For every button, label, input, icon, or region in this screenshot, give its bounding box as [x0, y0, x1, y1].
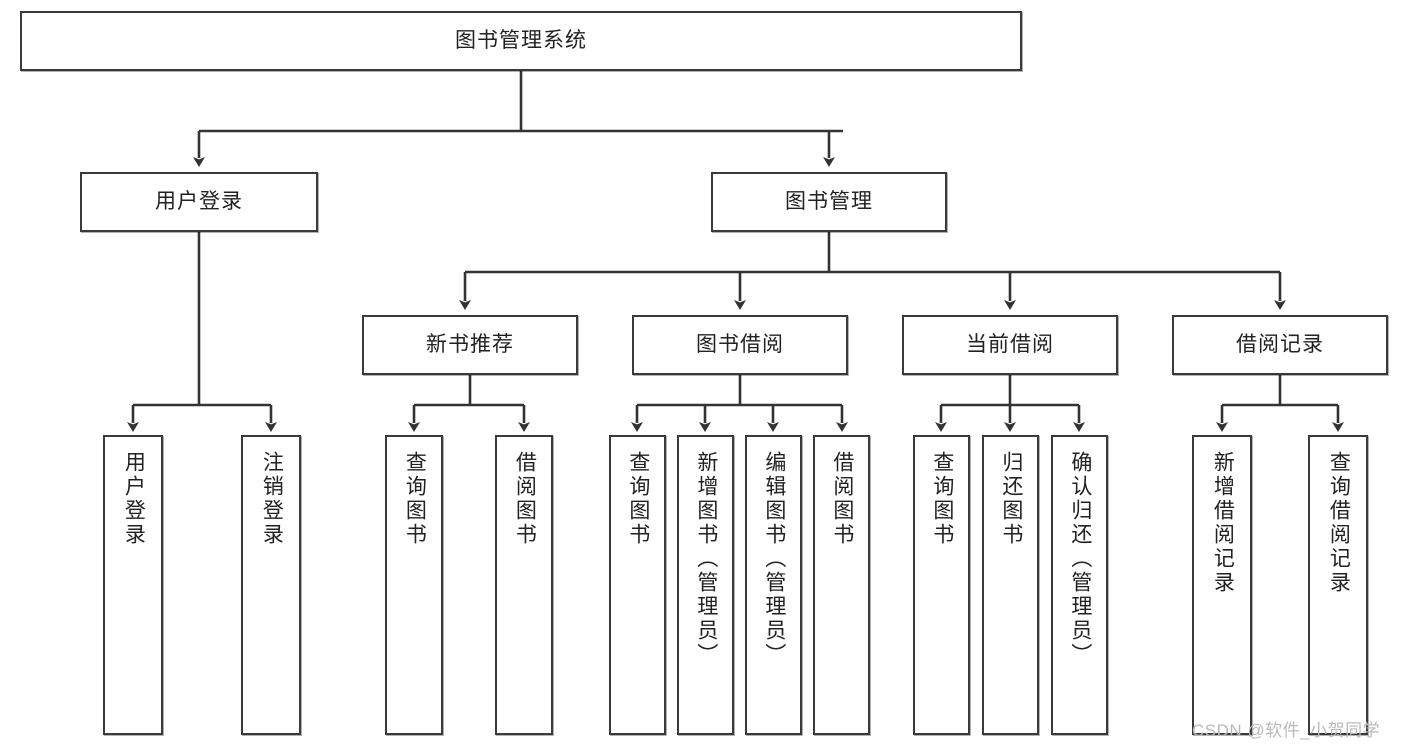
node-book-borrow[interactable]: 图书借阅	[632, 315, 848, 375]
node-book-manage[interactable]: 图书管理	[711, 172, 947, 232]
node-book-borrow-label: 图书借阅	[696, 332, 784, 356]
node-user-login-label: 用户登录	[155, 189, 243, 213]
node-leaf-add-record[interactable]: 新增借阅记录	[1192, 435, 1252, 735]
node-leaf-return-book-label: 归还图书	[999, 451, 1023, 547]
node-new-book-recommend-label: 新书推荐	[426, 332, 514, 356]
node-leaf-query-record-label: 查询借阅记录	[1327, 451, 1351, 595]
node-book-manage-label: 图书管理	[785, 189, 873, 213]
node-borrow-record[interactable]: 借阅记录	[1172, 315, 1388, 375]
node-new-book-recommend[interactable]: 新书推荐	[362, 315, 578, 375]
node-leaf-borrow-book-1-label: 借阅图书	[513, 451, 537, 547]
node-leaf-borrow-book-2-label: 借阅图书	[830, 451, 854, 547]
node-root[interactable]: 图书管理系统	[20, 11, 1022, 71]
node-leaf-add-book-label: 新增图书（管理员）	[694, 451, 718, 667]
node-current-borrow[interactable]: 当前借阅	[902, 315, 1118, 375]
node-leaf-borrow-book-2[interactable]: 借阅图书	[813, 435, 870, 735]
node-leaf-return-book[interactable]: 归还图书	[982, 435, 1039, 735]
node-leaf-query-book-2-label: 查询图书	[626, 451, 650, 547]
node-leaf-confirm-return-label: 确认归还（管理员）	[1068, 451, 1092, 667]
node-leaf-add-record-label: 新增借阅记录	[1211, 451, 1235, 595]
node-leaf-edit-book[interactable]: 编辑图书（管理员）	[745, 435, 802, 735]
node-leaf-confirm-return[interactable]: 确认归还（管理员）	[1051, 435, 1108, 735]
node-leaf-query-book-3-label: 查询图书	[930, 451, 954, 547]
node-leaf-logout-login[interactable]: 注销登录	[241, 435, 301, 735]
node-user-login[interactable]: 用户登录	[80, 172, 318, 232]
node-current-borrow-label: 当前借阅	[966, 332, 1054, 356]
node-root-label: 图书管理系统	[455, 28, 587, 52]
node-borrow-record-label: 借阅记录	[1236, 332, 1324, 356]
node-leaf-query-book-2[interactable]: 查询图书	[609, 435, 666, 735]
csdn-watermark: CSDN @软件_小贺同学	[1192, 721, 1381, 740]
node-leaf-query-book-3[interactable]: 查询图书	[913, 435, 970, 735]
node-leaf-query-book-1-label: 查询图书	[403, 451, 427, 547]
node-leaf-query-book-1[interactable]: 查询图书	[385, 435, 443, 735]
node-leaf-borrow-book-1[interactable]: 借阅图书	[495, 435, 553, 735]
node-leaf-user-login[interactable]: 用户登录	[103, 435, 163, 735]
node-leaf-edit-book-label: 编辑图书（管理员）	[762, 451, 786, 667]
node-leaf-user-login-label: 用户登录	[122, 451, 146, 547]
node-leaf-add-book[interactable]: 新增图书（管理员）	[677, 435, 734, 735]
node-leaf-query-record[interactable]: 查询借阅记录	[1308, 435, 1368, 735]
node-leaf-logout-login-label: 注销登录	[260, 451, 284, 547]
